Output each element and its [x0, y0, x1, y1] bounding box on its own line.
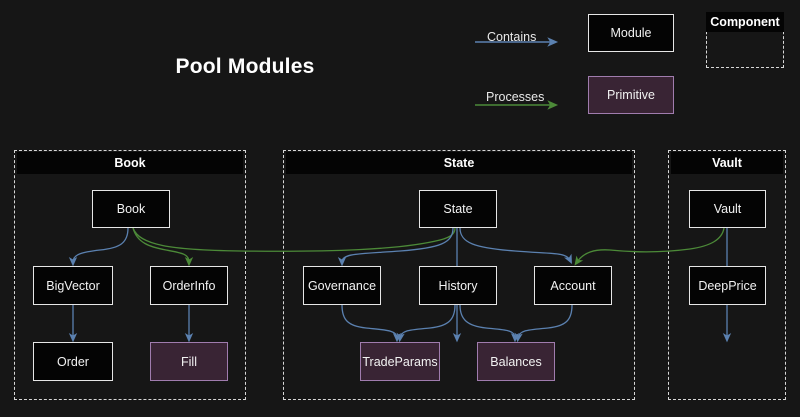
- node-book[interactable]: Book: [92, 190, 170, 228]
- legend-module-box: Module: [588, 14, 674, 52]
- node-fill[interactable]: Fill: [150, 342, 228, 381]
- node-vault[interactable]: Vault: [689, 190, 766, 228]
- node-tradeparams[interactable]: TradeParams: [360, 342, 440, 381]
- node-state[interactable]: State: [419, 190, 497, 228]
- legend-contains-label: Contains: [487, 30, 537, 44]
- legend-primitive-box: Primitive: [588, 76, 674, 114]
- node-bigvector[interactable]: BigVector: [33, 266, 113, 305]
- node-history[interactable]: History: [419, 266, 497, 305]
- node-balances[interactable]: Balances: [477, 342, 555, 381]
- group-state: [283, 150, 635, 400]
- legend-processes-label: Processes: [486, 90, 545, 104]
- node-order[interactable]: Order: [33, 342, 113, 381]
- page-title: Pool Modules: [175, 55, 315, 78]
- legend-component-label: Component: [706, 12, 784, 32]
- node-governance[interactable]: Governance: [303, 266, 381, 305]
- group-book: [14, 150, 246, 400]
- group-state-title: State: [286, 152, 632, 174]
- node-account[interactable]: Account: [534, 266, 612, 305]
- group-vault: [668, 150, 786, 400]
- group-vault-title: Vault: [671, 152, 783, 174]
- node-orderinfo[interactable]: OrderInfo: [150, 266, 228, 305]
- group-book-title: Book: [17, 152, 243, 174]
- node-deepprice[interactable]: DeepPrice: [689, 266, 766, 305]
